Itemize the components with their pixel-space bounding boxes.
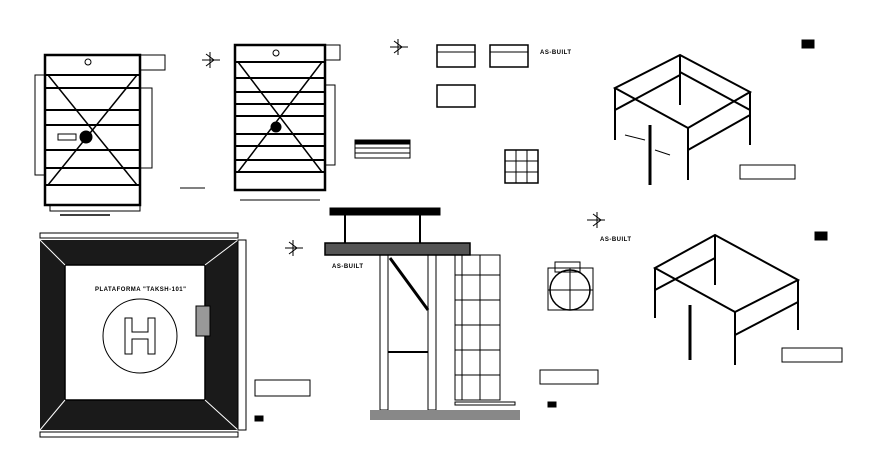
as-built-label: AS-BUILT	[540, 50, 572, 56]
circular-section-detail	[539, 261, 599, 408]
helipad-plan	[39, 232, 311, 438]
isometric-structure-bottom	[652, 231, 843, 365]
section-details	[354, 44, 539, 184]
plan-view-left	[34, 53, 166, 216]
north-arrow-icon	[202, 52, 220, 68]
plan-view-right	[180, 43, 341, 201]
isometric-structure-top	[612, 39, 815, 185]
as-built-label: AS-BUILT	[600, 237, 632, 243]
helipad-h-icon	[124, 317, 156, 355]
north-arrow-icon	[390, 39, 408, 55]
as-built-label: AS-BUILT	[332, 264, 364, 270]
north-arrow-icon	[587, 212, 605, 228]
helipad-title: PLATAFORMA "TAKSH-101"	[95, 287, 187, 293]
elevation-view	[324, 207, 520, 420]
north-arrow-icon	[285, 240, 303, 256]
